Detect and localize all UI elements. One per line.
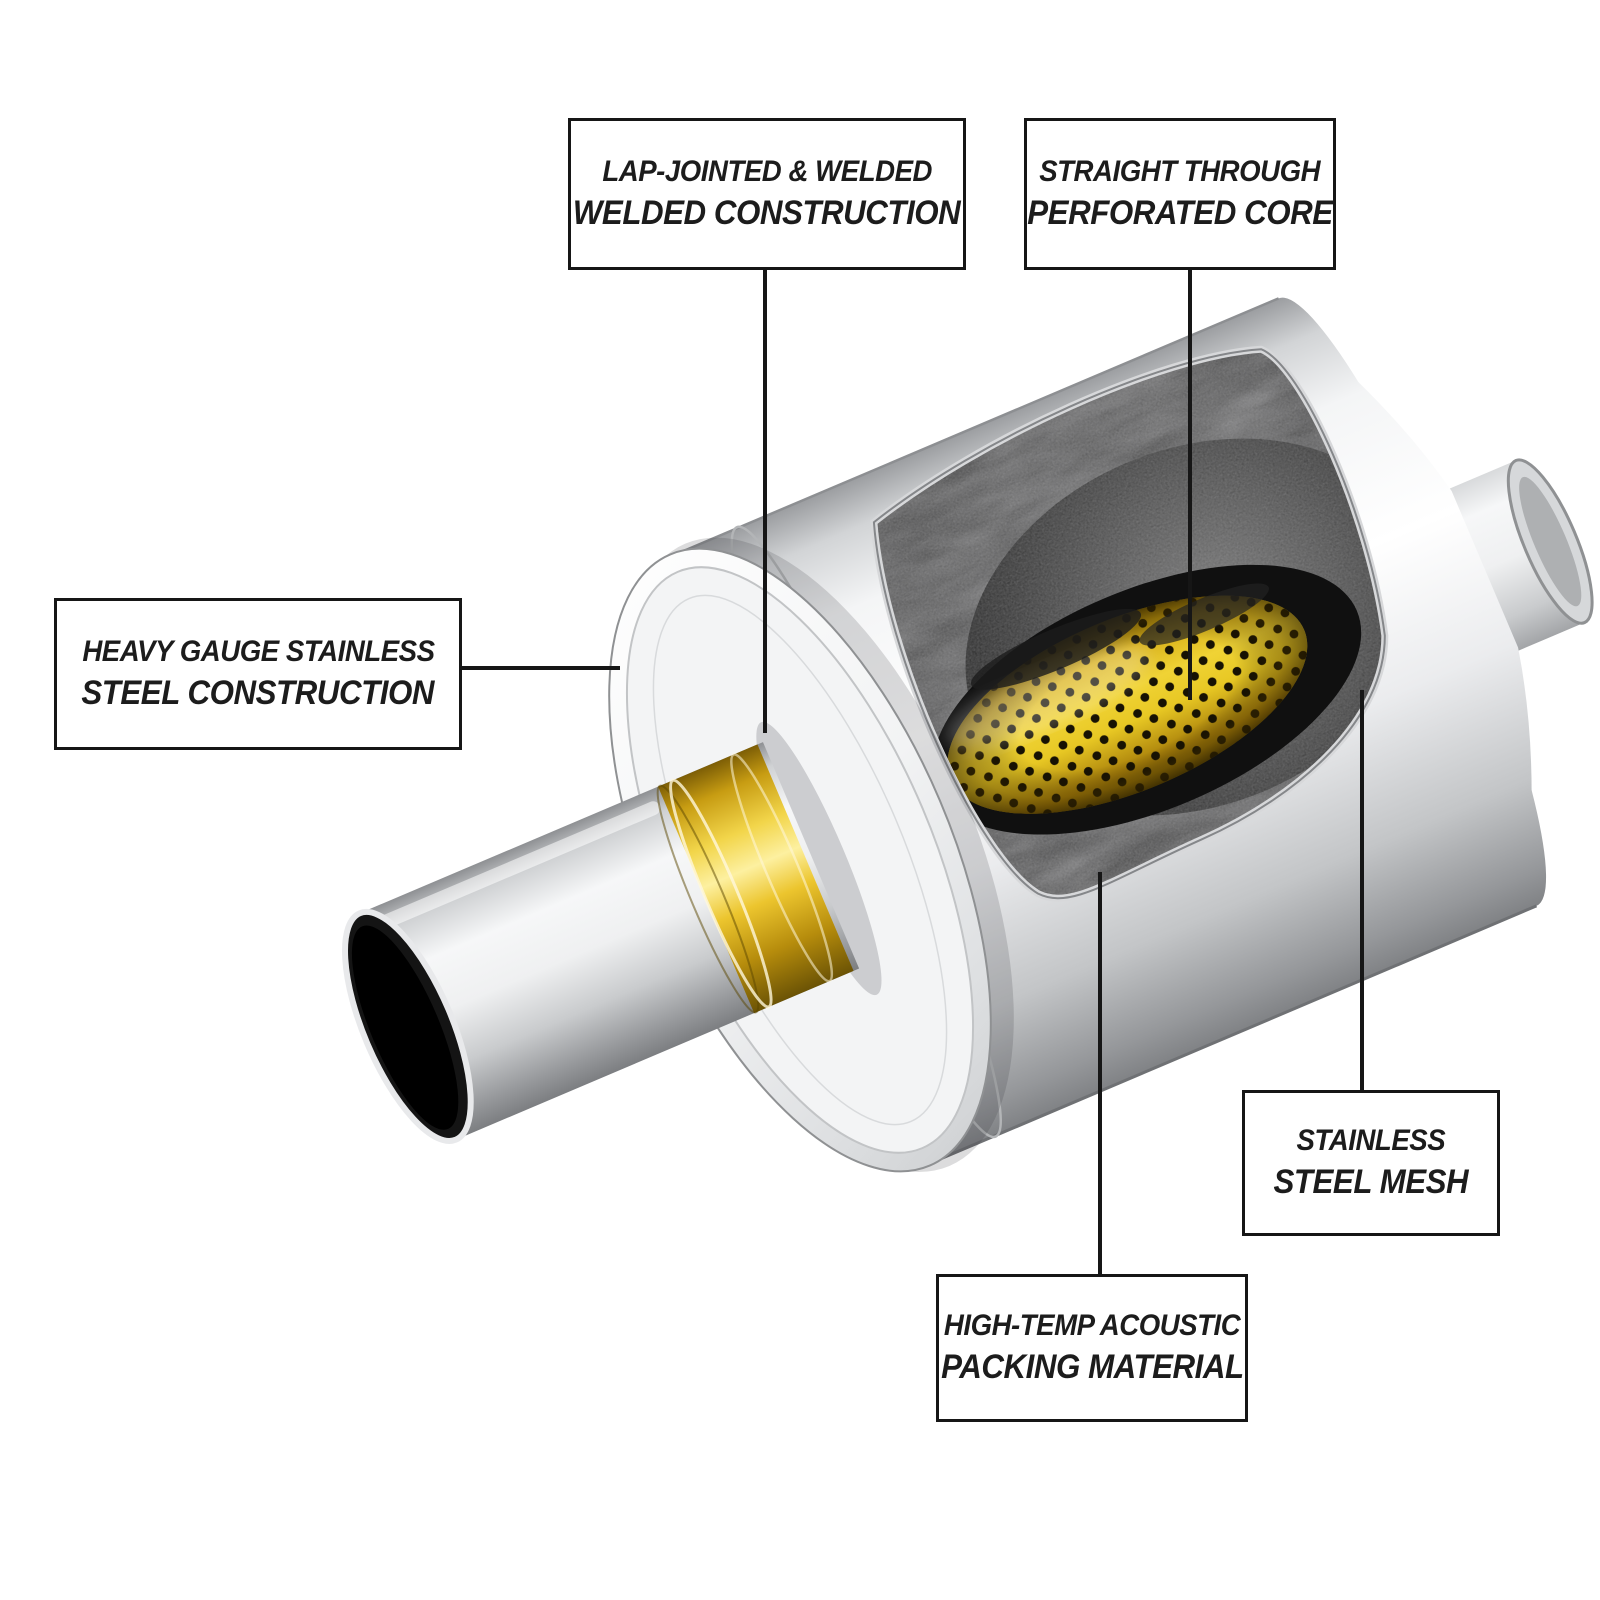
- callout-line2: PERFORATED CORE: [1027, 194, 1333, 233]
- callout-steel-mesh: STAINLESS STEEL MESH: [1242, 1090, 1500, 1236]
- callout-line2: PACKING MATERIAL: [940, 1348, 1244, 1387]
- gold-weld-band: [656, 744, 854, 1014]
- callout-line2: STEEL CONSTRUCTION: [81, 674, 435, 713]
- callout-line1: STRAIGHT THROUGH: [1039, 154, 1321, 188]
- leader-lines: [456, 263, 1364, 1276]
- outlet-pipe-stub: [1442, 458, 1594, 654]
- callout-line2: STEEL MESH: [1273, 1163, 1469, 1202]
- callout-welded-construction: LAP-JOINTED & WELDED WELDED CONSTRUCTION: [568, 118, 966, 270]
- inlet-pipe-opening: [342, 908, 474, 1144]
- inlet-pipe: [342, 721, 882, 1144]
- perforated-core: [945, 595, 1308, 814]
- callout-steel-construction: HEAVY GAUGE STAINLESS STEEL CONSTRUCTION: [54, 598, 462, 750]
- callout-line1: STAINLESS: [1296, 1123, 1446, 1157]
- callout-perforated-core: STRAIGHT THROUGH PERFORATED CORE: [1024, 118, 1336, 270]
- callout-line1: HEAVY GAUGE STAINLESS: [81, 634, 435, 668]
- callout-line1: HIGH-TEMP ACOUSTIC: [943, 1308, 1241, 1342]
- muffler-assembly: [342, 297, 1594, 1173]
- callout-line1: LAP-JOINTED & WELDED: [602, 154, 932, 188]
- callout-line2: WELDED CONSTRUCTION: [573, 194, 961, 233]
- callout-packing-material: HIGH-TEMP ACOUSTIC PACKING MATERIAL: [936, 1274, 1248, 1422]
